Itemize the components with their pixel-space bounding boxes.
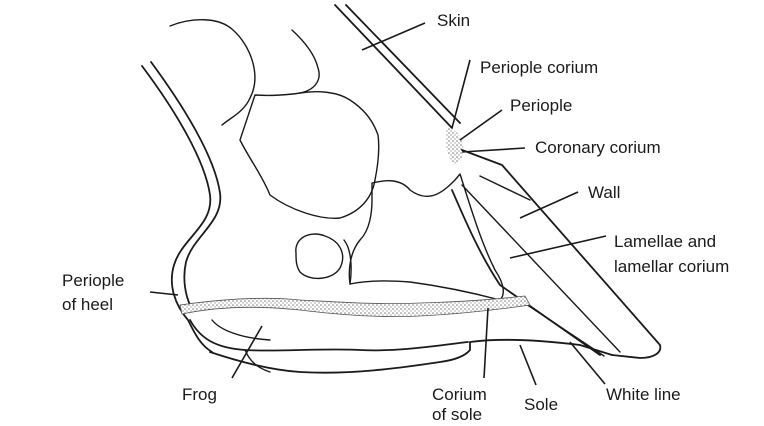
leader-periople-corium: [452, 60, 470, 128]
navicular-bone: [296, 234, 343, 278]
label-periople-corium: Periople corium: [480, 58, 598, 77]
long-pastern-bone-top: [292, 30, 319, 93]
label-wall: Wall: [588, 183, 620, 202]
leader-corium-sole: [484, 308, 488, 378]
leader-sole: [520, 345, 536, 385]
coffin-bone: [349, 174, 503, 300]
short-pastern-bone: [240, 92, 379, 219]
coronary-corium-area: [446, 128, 464, 163]
leader-coronary-corium: [462, 148, 525, 152]
leader-skin: [362, 23, 425, 50]
label-periople-heel-line2: of heel: [62, 295, 113, 314]
white-line-path: [520, 300, 604, 356]
leader-lines: [150, 23, 606, 385]
leader-periople: [460, 110, 502, 140]
label-periople: Periople: [510, 96, 572, 115]
sole-outline: [210, 340, 612, 373]
skin-outline: [335, 5, 452, 128]
label-periople-heel-line1: Periople: [62, 271, 124, 290]
label-sole: Sole: [524, 395, 558, 414]
leader-lamellae: [510, 236, 606, 258]
label-lamellae-line2: lamellar corium: [614, 257, 729, 276]
labels: Skin Periople corium Periople Coronary c…: [62, 11, 729, 424]
label-coronary-corium: Coronary corium: [535, 138, 661, 157]
frog-heel-curve: [245, 350, 270, 372]
label-frog: Frog: [182, 385, 217, 404]
label-lamellae-line1: Lamellae and: [614, 232, 716, 251]
label-skin: Skin: [437, 11, 470, 30]
label-corium-sole-line2: of sole: [432, 405, 482, 424]
heel-skin-inner: [151, 62, 220, 305]
frog-inner: [212, 320, 270, 340]
leader-white-line: [570, 342, 605, 384]
sole-corium-band: [180, 296, 530, 317]
label-white-line: White line: [606, 385, 681, 404]
label-corium-sole-line1: Corium: [432, 385, 487, 404]
frog-outline: [190, 320, 468, 351]
